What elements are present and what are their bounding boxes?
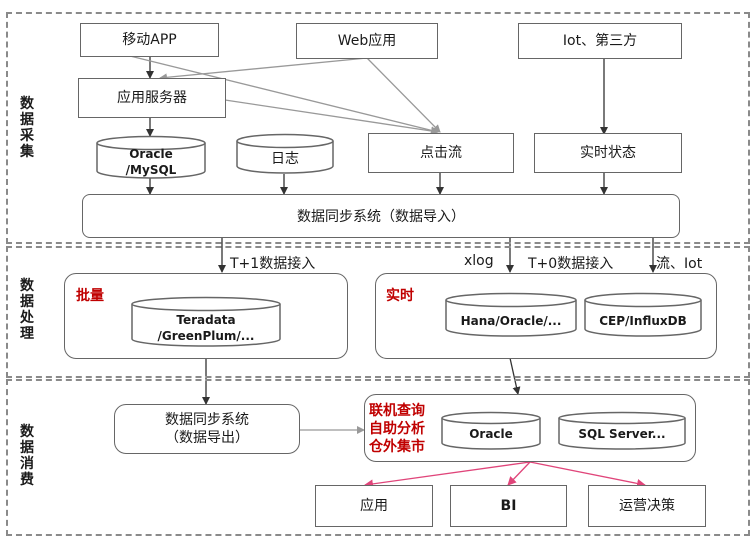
section-label-collect: 数据采集: [20, 96, 34, 160]
section-process: [6, 246, 750, 378]
output-app: 应用: [315, 485, 433, 527]
batch-db-line1: Teradata: [176, 313, 236, 327]
section-label-consume: 数据消费: [20, 424, 34, 488]
query-db2: [558, 411, 686, 450]
source-mobile-app: 移动APP: [80, 23, 219, 57]
oracle-line1: Oracle: [129, 147, 173, 161]
edge-label-t0: T+0数据接入: [528, 256, 614, 272]
section-consume: [6, 379, 750, 536]
realtime-db2: [584, 292, 702, 337]
realtime-db1: [445, 292, 577, 337]
sync-export-line2: （数据导出）: [165, 430, 249, 446]
query-line1: 联机查询: [369, 403, 425, 419]
batch-db-label: Teradata /GreenPlum/...: [131, 312, 281, 344]
store-oracle-mysql: [96, 135, 206, 179]
query-db1-label: Oracle: [469, 427, 513, 441]
store-realtime-status: 实时状态: [534, 133, 682, 173]
oracle-line2: /MySQL: [125, 163, 177, 177]
realtime-title: 实时: [386, 288, 414, 304]
batch-db: [131, 296, 281, 347]
output-ops: 运营决策: [588, 485, 706, 527]
edge-label-xlog: xlog: [464, 253, 494, 269]
output-bi: BI: [450, 485, 567, 527]
store-log: [236, 133, 334, 174]
section-label-process: 数据处理: [20, 278, 34, 342]
sync-export-system: 数据同步系统 （数据导出）: [114, 404, 300, 454]
edge-label-stream-iot: 流、Iot: [656, 256, 703, 272]
sync-import-system: 数据同步系统（数据导入）: [82, 194, 680, 238]
realtime-db1-label: Hana/Oracle/...: [460, 314, 562, 328]
sync-export-line1: 数据同步系统: [165, 412, 249, 428]
section-collect: [6, 12, 750, 244]
store-oracle-mysql-label: Oracle /MySQL: [96, 146, 206, 178]
store-clickstream: 点击流: [368, 133, 514, 173]
query-line3: 仓外集市: [369, 439, 425, 455]
batch-title: 批量: [76, 288, 104, 304]
query-line2: 自助分析: [369, 421, 425, 437]
query-db1: [441, 411, 541, 450]
app-server: 应用服务器: [78, 78, 226, 118]
realtime-db2-label: CEP/InfluxDB: [599, 314, 687, 328]
query-db2-label: SQL Server...: [578, 427, 666, 441]
batch-db-line2: /GreenPlum/...: [157, 329, 255, 343]
store-log-label: 日志: [271, 151, 299, 167]
edge-label-t1: T+1数据接入: [230, 256, 316, 272]
source-web-app: Web应用: [296, 23, 438, 59]
source-iot: Iot、第三方: [518, 23, 682, 59]
query-title: 联机查询 自助分析 仓外集市: [369, 402, 425, 456]
